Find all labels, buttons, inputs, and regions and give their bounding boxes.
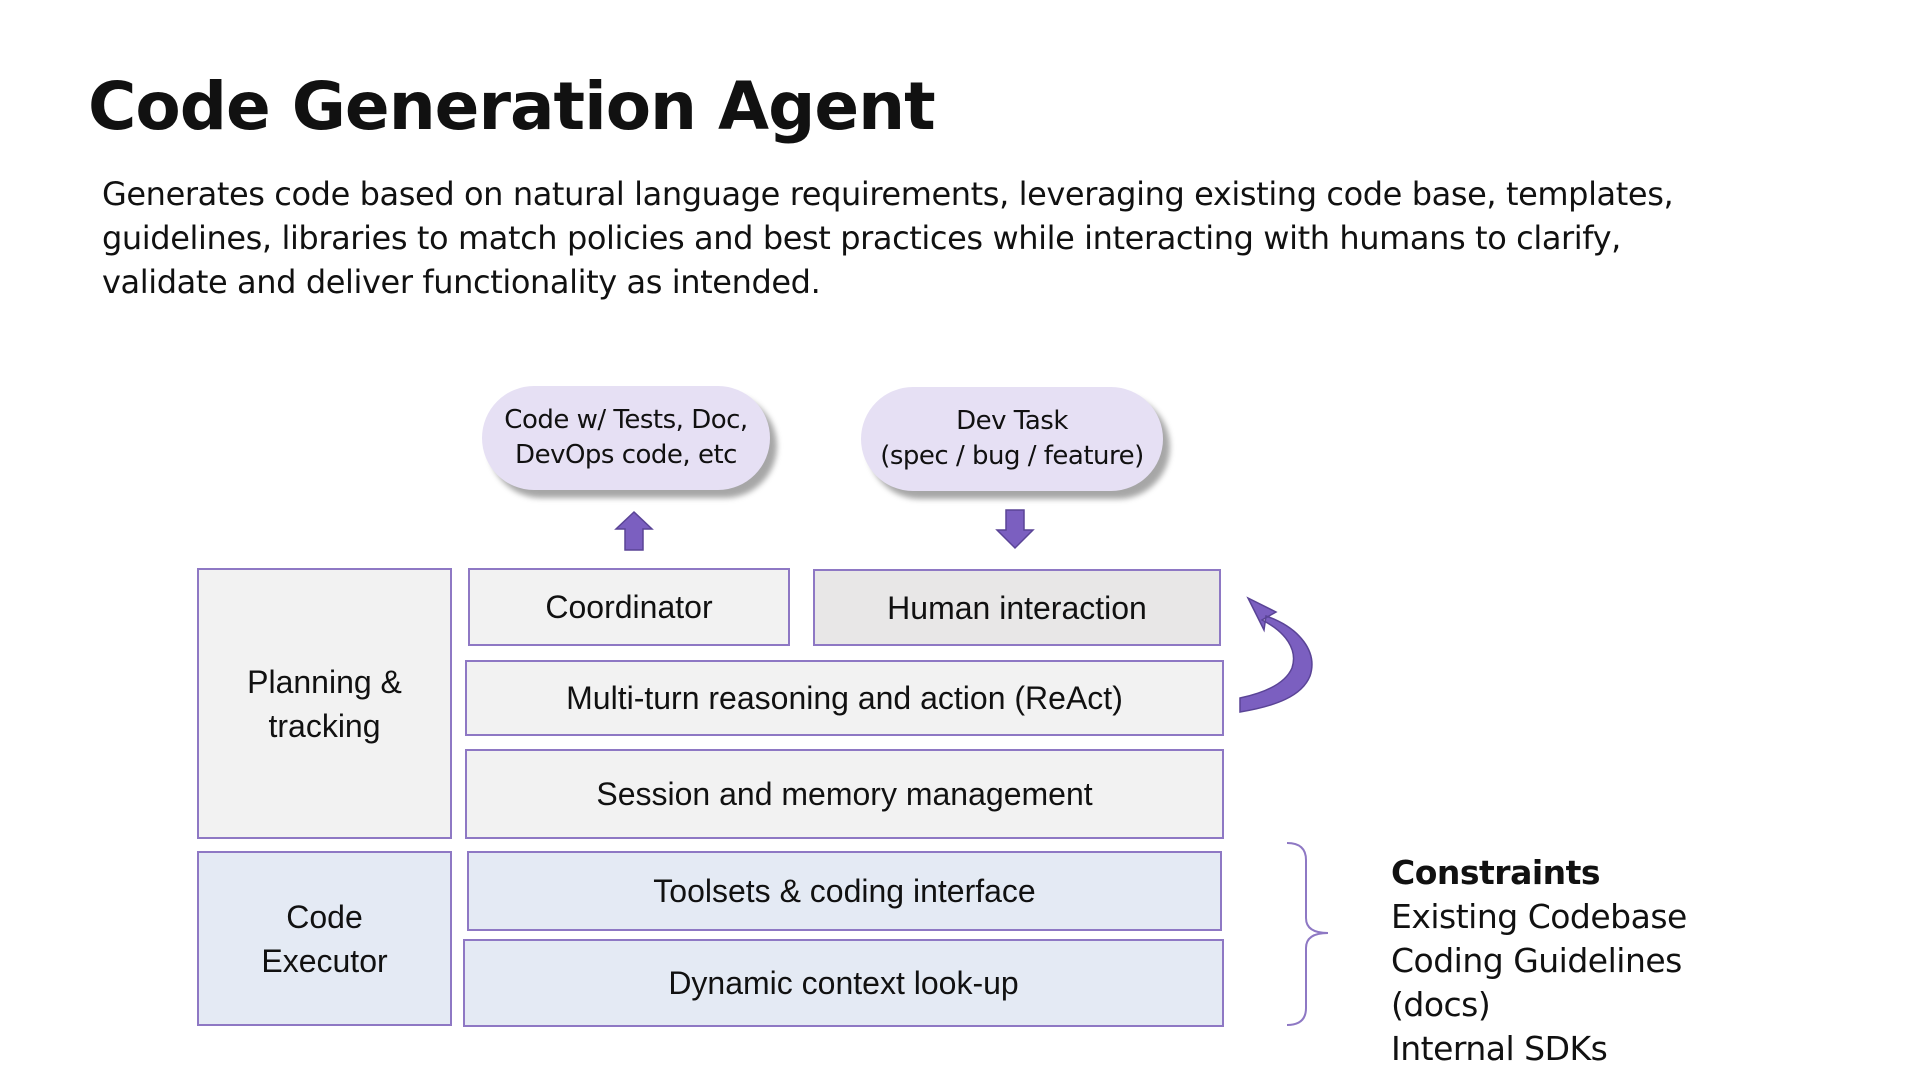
react-label: Multi-turn reasoning and action (ReAct): [566, 680, 1123, 716]
executor-label-line: Code: [286, 898, 363, 935]
output-pill-line: DevOps code, etc: [515, 440, 737, 470]
page-title: Code Generation Agent: [88, 68, 936, 145]
description-line: validate and deliver functionality as in…: [102, 263, 821, 301]
constraints-brace-icon: [1286, 842, 1329, 1026]
description: Generates code based on natural language…: [102, 172, 1802, 304]
session-memory-box: Session and memory management: [465, 749, 1224, 839]
coordinator-box: Coordinator: [468, 568, 790, 646]
coordinator-label: Coordinator: [545, 589, 713, 625]
up-arrow-icon: [614, 510, 654, 551]
output-pill-line: Code w/ Tests, Doc,: [504, 405, 748, 435]
constraints-heading: Constraints: [1391, 853, 1601, 892]
input-pill-line: Dev Task: [956, 406, 1068, 436]
planning-label-line: tracking: [268, 707, 381, 744]
constraint-item: Coding Guidelines: [1391, 941, 1682, 980]
dynamic-context-label: Dynamic context look-up: [668, 965, 1019, 1001]
input-pill-line: (spec / bug / feature): [880, 441, 1144, 471]
description-line: guidelines, libraries to match policies …: [102, 219, 1621, 257]
human-interaction-label: Human interaction: [887, 589, 1147, 626]
code-executor-box: Code Executor: [197, 851, 452, 1026]
input-pill: Dev Task (spec / bug / feature): [861, 387, 1163, 491]
human-interaction-box: Human interaction: [813, 569, 1221, 646]
constraint-item: Existing Codebase: [1391, 897, 1687, 936]
planning-label-line: Planning &: [247, 663, 402, 700]
react-box: Multi-turn reasoning and action (ReAct): [465, 660, 1224, 736]
dynamic-context-box: Dynamic context look-up: [463, 939, 1224, 1027]
session-memory-label: Session and memory management: [596, 776, 1093, 812]
constraint-item: (docs): [1391, 985, 1491, 1024]
planning-tracking-box: Planning & tracking: [197, 568, 452, 839]
constraints-list: Constraints Existing Codebase Coding Gui…: [1391, 851, 1687, 1071]
constraint-item: Internal SDKs: [1391, 1029, 1608, 1068]
toolsets-box: Toolsets & coding interface: [467, 851, 1222, 931]
down-arrow-icon: [995, 509, 1035, 550]
executor-label-line: Executor: [261, 942, 388, 979]
toolsets-label: Toolsets & coding interface: [653, 873, 1036, 909]
loop-arrow-icon: [1239, 596, 1313, 713]
description-line: Generates code based on natural language…: [102, 175, 1674, 213]
output-pill: Code w/ Tests, Doc, DevOps code, etc: [482, 386, 770, 490]
